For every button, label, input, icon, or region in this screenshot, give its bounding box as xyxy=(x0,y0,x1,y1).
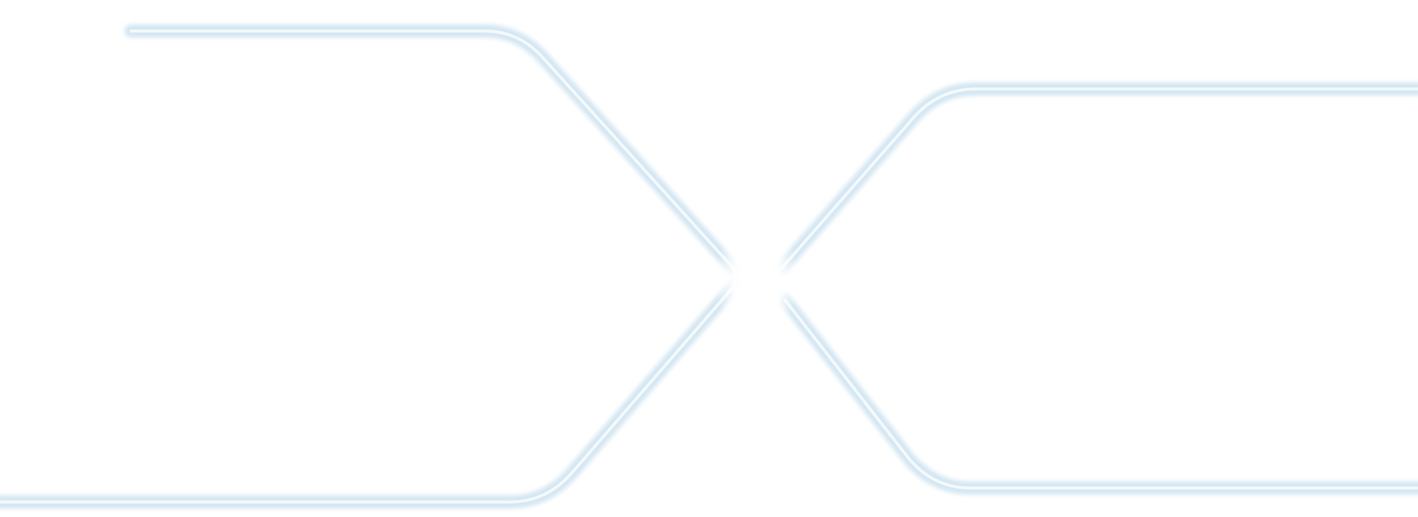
bottom-left-line xyxy=(0,278,742,509)
center-flare xyxy=(715,218,799,342)
bottom-right-line xyxy=(778,293,1418,495)
top-right-line xyxy=(773,82,1418,277)
top-left-line xyxy=(124,24,742,277)
